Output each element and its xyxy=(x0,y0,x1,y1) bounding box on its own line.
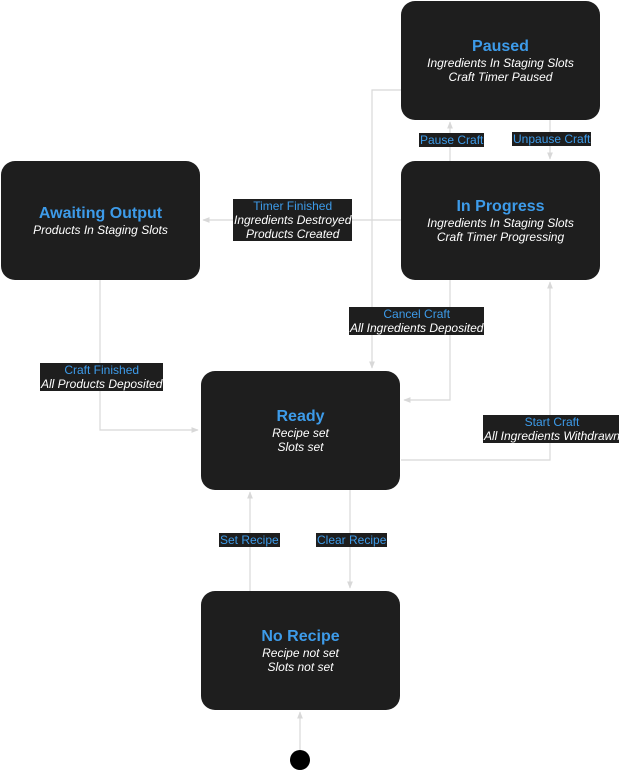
state-title: Ready xyxy=(276,408,325,425)
edge-start-craft xyxy=(401,281,553,461)
state-detail: Ingredients In Staging Slots xyxy=(427,216,574,230)
label-cancel-craft: Cancel Craft All Ingredients Deposited xyxy=(349,307,485,335)
state-awaiting-output[interactable]: Awaiting Output Products In Staging Slot… xyxy=(1,161,200,280)
label-timer-finished: Timer Finished Ingredients Destroyed Pro… xyxy=(233,199,353,241)
label-trigger: Unpause Craft xyxy=(513,132,591,146)
label-trigger: Set Recipe xyxy=(220,533,279,547)
label-trigger: Craft Finished xyxy=(64,363,140,377)
label-clear-recipe: Clear Recipe xyxy=(316,533,388,547)
label-start-craft: Start Craft All Ingredients Withdrawn xyxy=(483,415,619,443)
state-detail: Slots not set xyxy=(267,660,334,674)
state-detail: Products In Staging Slots xyxy=(33,223,168,237)
label-set-recipe: Set Recipe xyxy=(219,533,280,547)
edge-craft-finished xyxy=(99,279,199,433)
state-no-recipe[interactable]: No Recipe Recipe not set Slots not set xyxy=(201,591,400,710)
state-title: In Progress xyxy=(456,198,545,215)
state-title: No Recipe xyxy=(261,628,340,645)
edge-cancel-craft xyxy=(403,279,451,403)
state-detail: Craft Timer Paused xyxy=(448,70,553,84)
label-guard: All Ingredients Deposited xyxy=(350,321,484,335)
label-guard: All Products Deposited xyxy=(41,377,163,391)
state-detail: Craft Timer Progressing xyxy=(436,230,565,244)
state-title: Awaiting Output xyxy=(38,205,163,222)
label-trigger: Cancel Craft xyxy=(383,307,451,321)
label-guard: All Ingredients Withdrawn xyxy=(484,429,619,443)
label-trigger: Clear Recipe xyxy=(317,533,387,547)
label-trigger: Pause Craft xyxy=(420,133,484,147)
state-title: Paused xyxy=(472,38,529,55)
label-guard: Products Created xyxy=(246,227,340,241)
label-unpause-craft: Unpause Craft xyxy=(512,132,592,146)
label-trigger: Timer Finished xyxy=(253,199,333,213)
state-detail: Recipe set xyxy=(272,426,329,440)
label-pause-craft: Pause Craft xyxy=(419,133,485,147)
state-detail: Ingredients In Staging Slots xyxy=(427,56,574,70)
edge-paused-to-ready xyxy=(369,89,401,369)
state-detail: Slots set xyxy=(277,440,324,454)
initial-state-dot xyxy=(290,750,310,770)
label-craft-finished: Craft Finished All Products Deposited xyxy=(40,363,164,391)
state-ready[interactable]: Ready Recipe set Slots set xyxy=(201,371,400,490)
label-guard: Ingredients Destroyed xyxy=(234,213,352,227)
state-paused[interactable]: Paused Ingredients In Staging Slots Craf… xyxy=(401,1,600,120)
state-detail: Recipe not set xyxy=(262,646,339,660)
state-in-progress[interactable]: In Progress Ingredients In Staging Slots… xyxy=(401,161,600,280)
label-trigger: Start Craft xyxy=(524,415,580,429)
